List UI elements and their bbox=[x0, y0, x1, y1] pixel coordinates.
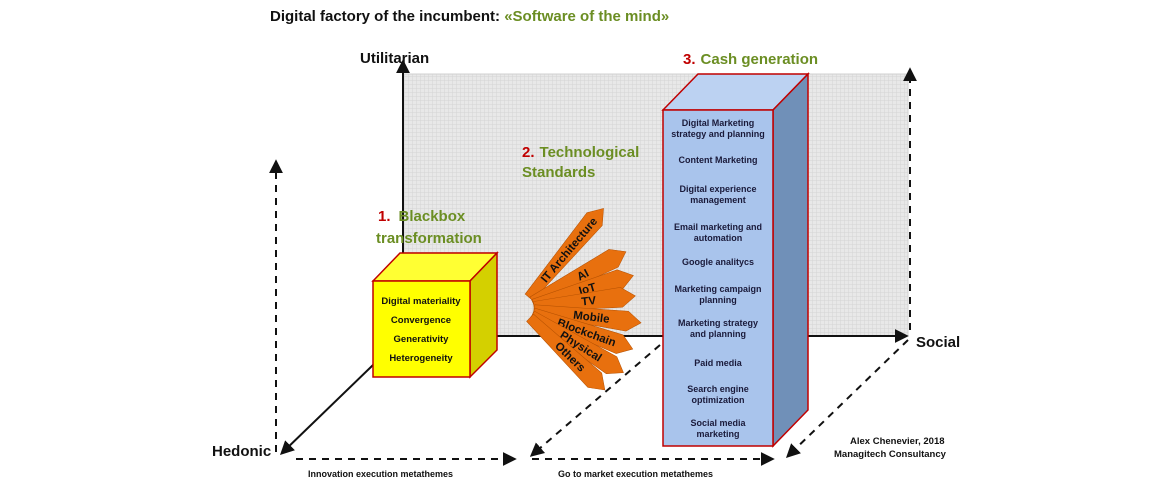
axis-label-utilitarian: Utilitarian bbox=[360, 50, 429, 67]
cube-items: Digital materialityConvergenceGenerativi… bbox=[381, 296, 461, 364]
cube-item: Digital materiality bbox=[381, 296, 461, 307]
ray-label: TV bbox=[581, 295, 597, 309]
middle-dashed-diagonal bbox=[529, 344, 661, 457]
innovation-label: Innovation execution metathemes bbox=[308, 469, 453, 479]
right-dashed-diagonal bbox=[785, 339, 909, 458]
cube-item: Convergence bbox=[391, 315, 451, 326]
ray-label: Mobile bbox=[573, 310, 611, 326]
tower-item: Paid media bbox=[694, 358, 743, 368]
go-to-market-label: Go to market execution metathemes bbox=[558, 469, 713, 479]
credit-author: Alex Chenevier, 2018 bbox=[850, 436, 945, 447]
section2-title-line1: 2.Technological bbox=[522, 144, 639, 161]
blackbox-cube bbox=[371, 251, 499, 379]
tower-item: Content Marketing bbox=[678, 155, 757, 165]
axis-label-hedonic: Hedonic bbox=[212, 443, 271, 460]
cube-item: Generativity bbox=[394, 334, 450, 345]
section1-title-line1: 1.Blackbox bbox=[378, 208, 466, 225]
section1-title-line2: transformation bbox=[376, 230, 482, 247]
ray-label: AI bbox=[575, 268, 591, 284]
technology-ray: Mobile bbox=[533, 304, 642, 332]
section2-title-line2: Standards bbox=[522, 164, 595, 181]
cash-tower bbox=[661, 72, 810, 448]
section3-title: 3.Cash generation bbox=[683, 51, 818, 68]
credit-company: Managitech Consultancy bbox=[834, 449, 947, 460]
cube-item: Heterogeneity bbox=[389, 353, 453, 364]
axis-label-social: Social bbox=[916, 334, 960, 351]
page-title: Digital factory of the incumbent: «Softw… bbox=[270, 8, 669, 25]
tower-item: Google analitycs bbox=[682, 257, 754, 267]
